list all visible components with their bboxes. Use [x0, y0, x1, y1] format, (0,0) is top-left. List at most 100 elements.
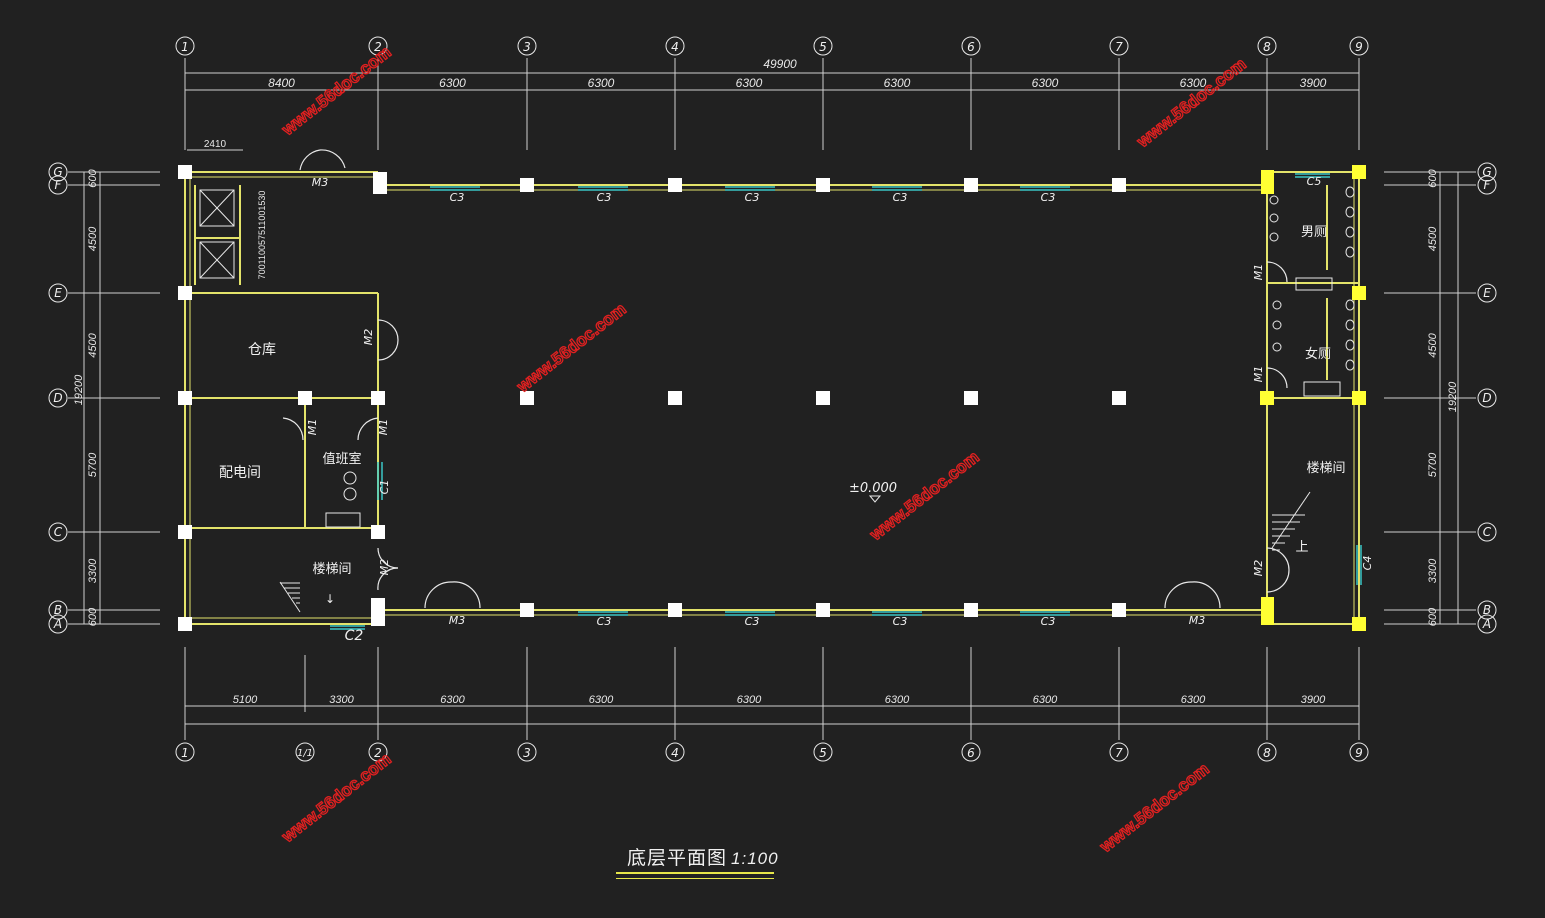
- column-yellow-1: [1352, 286, 1366, 300]
- grid-bubble-top-8: [1257, 36, 1277, 56]
- opening-label-v-8: C4: [1361, 556, 1374, 571]
- grid-label-top-7: 7: [1115, 40, 1123, 54]
- grid-bubble-bottom-1: [175, 742, 195, 762]
- grid-bubble-left-D: [48, 388, 68, 408]
- watermark-5: www.56doc.com: [1096, 759, 1213, 856]
- grid-label-bottom-4: 4: [671, 746, 679, 760]
- dim-left-value-1: 4500: [87, 226, 99, 251]
- column-0: [178, 165, 192, 179]
- dim-left-value-2: 4500: [87, 332, 99, 357]
- toilet-4: [1345, 299, 1355, 311]
- dim-left-value-3: 5700: [87, 452, 99, 477]
- room-women-wc: 女厕: [1305, 346, 1331, 362]
- dim-top-value-1: 6300: [439, 76, 466, 90]
- grid-label-bottom-1: 1: [181, 746, 189, 760]
- doors: [282, 149, 1290, 609]
- grid-label-top-8: 8: [1263, 40, 1271, 54]
- door-swing-5: [1191, 581, 1221, 609]
- elevator-car-0: [199, 189, 235, 227]
- duty-chair-2: [343, 487, 357, 501]
- dim-left-value-0: 600: [87, 168, 99, 187]
- door-swing-4: [1164, 581, 1193, 609]
- urinal-3: [1272, 300, 1282, 310]
- column-21: [964, 603, 978, 617]
- stair-arrow-left: ↓: [325, 592, 335, 606]
- door-swing-7: [377, 339, 399, 361]
- stair-right-diag: [1271, 491, 1311, 549]
- column-8B: [1261, 597, 1274, 625]
- room-duty: 值班室: [322, 451, 361, 467]
- grid-bubble-top-7: [1109, 36, 1129, 56]
- opening-label-11: C3: [1041, 615, 1056, 628]
- grid-label-right-D: D: [1482, 391, 1491, 405]
- structural-columns: [178, 165, 1366, 631]
- elevator-x2-0: [199, 189, 235, 227]
- column-7: [298, 391, 312, 405]
- opening-label-v-1: M1: [377, 419, 390, 436]
- grid-label-top-2: 2: [374, 40, 382, 54]
- door-swing-3: [451, 581, 481, 609]
- grid-bubble-bottom-3: [517, 742, 537, 762]
- elevator-x2-1: [199, 241, 235, 279]
- grid-label-bottom-9: 9: [1355, 746, 1363, 760]
- grid-label-top-9: 9: [1355, 40, 1363, 54]
- grid-bubble-right-E: [1477, 283, 1497, 303]
- opening-label-v-7: M2: [1252, 560, 1265, 577]
- dim-bottom-value-8: 3900: [1301, 694, 1326, 706]
- opening-label-1: M3: [449, 614, 466, 627]
- toilet-1: [1345, 206, 1355, 218]
- column-16: [964, 391, 978, 405]
- grid-label-bottom-2: 2: [374, 746, 382, 760]
- grid-label-top-6: 6: [967, 40, 975, 54]
- grid-label-top-3: 3: [523, 40, 531, 54]
- column-4: [178, 617, 192, 631]
- column-2B: [371, 598, 385, 626]
- toilet-0: [1345, 186, 1355, 198]
- opening-label-v-3: C1: [378, 480, 391, 495]
- title-underline: [616, 872, 774, 874]
- grid-bubble-right-B: [1477, 600, 1497, 620]
- grid-label-bottom-5: 5: [819, 746, 827, 760]
- grid-bubble-left-G: [48, 162, 68, 182]
- toilet-2: [1345, 226, 1355, 238]
- grid-label-right-C: C: [1483, 525, 1492, 539]
- dim-left-total: 19200: [73, 374, 85, 405]
- opening-label-7: C3: [1041, 191, 1056, 204]
- door-swing-15: [1266, 367, 1288, 389]
- toilet-3: [1345, 246, 1355, 258]
- stair-left-diag: [279, 581, 301, 613]
- opening-label-v-4: M2: [378, 559, 391, 576]
- dim-right-value-4: 3300: [1427, 558, 1439, 583]
- opening-label-v-0: M2: [362, 329, 375, 346]
- grid-bubble-bottom-7: [1109, 742, 1129, 762]
- column-yellow-4: [1260, 391, 1274, 405]
- urinal-0: [1269, 195, 1279, 205]
- stair-up-label: 上: [1295, 540, 1308, 555]
- grid-bubble-top-4: [665, 36, 685, 56]
- grid-bubble-right-A: [1477, 614, 1497, 634]
- dim-top-value-5: 6300: [1032, 76, 1059, 90]
- dim-top-value-7: 3900: [1300, 76, 1327, 90]
- grid-label-left-A: A: [53, 617, 62, 631]
- dim-top-value-0: 8400: [268, 76, 295, 90]
- toilet-7: [1345, 359, 1355, 371]
- dim-bottom-value-0: 5100: [233, 694, 258, 706]
- elevation-label: ±0.000: [849, 481, 897, 496]
- dim-bottom-value-1: 3300: [329, 694, 354, 706]
- toilet-5: [1345, 319, 1355, 331]
- column-19: [668, 603, 682, 617]
- column-11: [964, 178, 978, 192]
- column-17: [1112, 391, 1126, 405]
- grid-label-top-1: 1: [181, 40, 189, 54]
- elevator-car-1: [199, 241, 235, 279]
- grid-bubble-left-F: [48, 175, 68, 195]
- dim-right-total: 19200: [1447, 381, 1459, 412]
- grid-label-bottom-7: 7: [1115, 746, 1123, 760]
- door-swing-2: [424, 581, 453, 609]
- grid-bubble-top-9: [1349, 36, 1369, 56]
- door-swing-13: [1266, 569, 1290, 593]
- watermark-2: www.56doc.com: [513, 299, 630, 396]
